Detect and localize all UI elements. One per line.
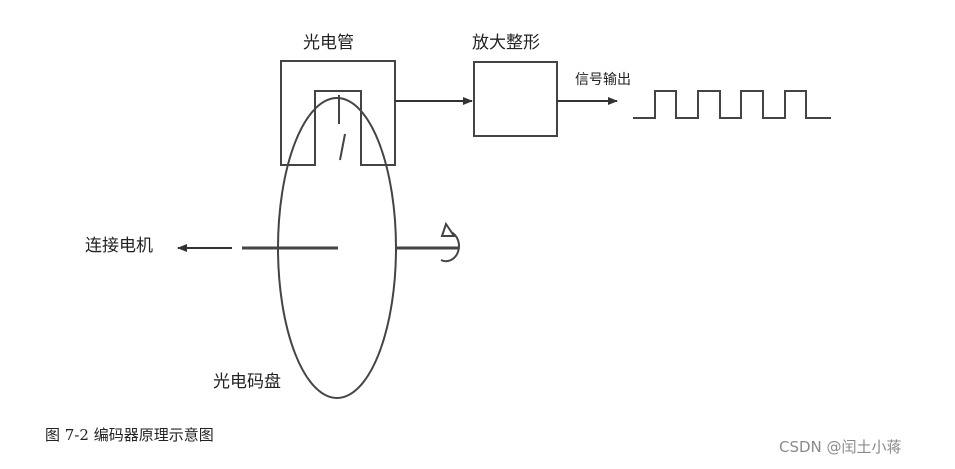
rotation-arrow-icon — [440, 231, 460, 263]
amplify-shape-label: 放大整形 — [472, 33, 540, 53]
rotation-arrowhead-icon — [440, 221, 456, 237]
square-wave-signal — [633, 90, 831, 119]
photo-tube-housing — [280, 60, 396, 166]
encoder-disk-label: 光电码盘 — [213, 372, 281, 392]
disk-slot-mark-lower — [339, 133, 346, 161]
photo-tube-label: 光电管 — [303, 33, 354, 53]
watermark: CSDN @闰土小蒋 — [779, 438, 902, 456]
connect-motor-label: 连接电机 — [85, 236, 153, 256]
signal-output-label: 信号输出 — [575, 72, 631, 88]
figure-caption: 图 7-2 编码器原理示意图 — [45, 426, 214, 444]
amplify-shape-box — [473, 61, 558, 137]
